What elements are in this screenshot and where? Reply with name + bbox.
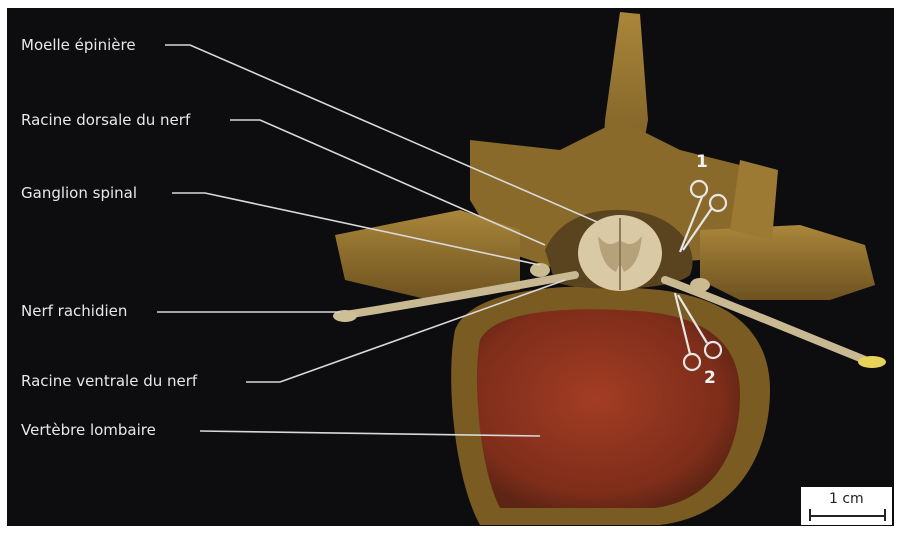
label-spinal-ganglion: Ganglion spinal bbox=[21, 184, 137, 202]
marker-2: 2 bbox=[704, 368, 716, 388]
label-dorsal-root: Racine dorsale du nerf bbox=[21, 111, 190, 129]
scale-bar-label: 1 cm bbox=[829, 491, 864, 507]
marker-1: 1 bbox=[696, 152, 708, 172]
left-ganglion bbox=[530, 263, 550, 277]
label-spinal-cord: Moelle épinière bbox=[21, 36, 136, 54]
label-spinal-nerve: Nerf rachidien bbox=[21, 302, 127, 320]
label-ventral-root: Racine ventrale du nerf bbox=[21, 372, 197, 390]
right-nerve-end bbox=[858, 356, 886, 368]
right-ganglion bbox=[690, 278, 710, 292]
vertebral-body bbox=[477, 309, 740, 508]
label-lumbar-vertebra: Vertèbre lombaire bbox=[21, 421, 156, 439]
